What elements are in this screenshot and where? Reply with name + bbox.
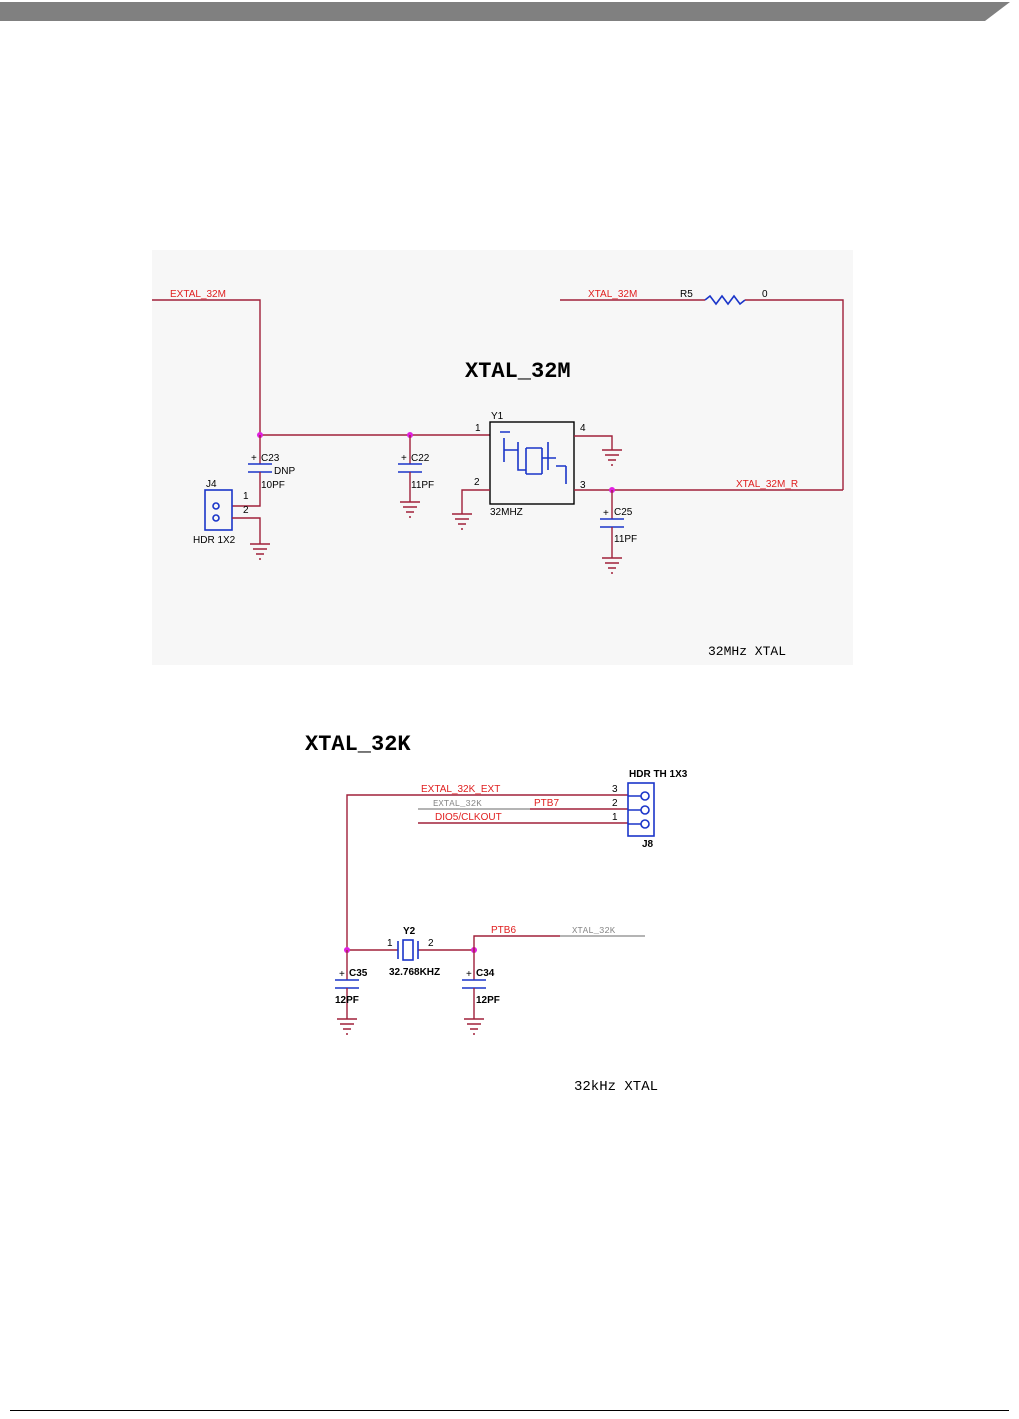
j8-ref: J8 — [642, 839, 654, 850]
svg-text:+: + — [466, 969, 472, 980]
j8-pin-1: 1 — [612, 812, 618, 823]
net-label-ptb7: PTB7 — [534, 798, 559, 809]
y2-ref: Y2 — [403, 926, 416, 937]
net-label-ptb6: PTB6 — [491, 925, 516, 936]
c34-value: 12PF — [476, 995, 500, 1006]
j8-pin-3: 3 — [612, 784, 618, 795]
capacitor-c34: + C34 12PF — [462, 950, 500, 1034]
c34-ref: C34 — [476, 968, 495, 979]
xtal-32k-caption: 32kHz XTAL — [574, 1079, 658, 1095]
y2-value: 32.768KHZ — [389, 967, 440, 978]
net-label-extal-32k-ext: EXTAL_32K_EXT — [421, 784, 500, 795]
y2-pin-2: 2 — [428, 938, 434, 949]
c35-value: 12PF — [335, 995, 359, 1006]
ground-symbol — [464, 1019, 484, 1034]
j8-pin-2: 2 — [612, 798, 618, 809]
svg-text:+: + — [339, 969, 345, 980]
j8-value: HDR TH 1X3 — [629, 769, 688, 780]
capacitor-c35: + C35 12PF — [335, 950, 368, 1034]
crystal-y2: Y2 32.768KHZ 1 2 — [387, 926, 440, 978]
net-label-extal-32k: EXTAL_32K — [433, 799, 482, 809]
y2-pin-1: 1 — [387, 938, 393, 949]
net-label-dio5-clkout: DIO5/CLKOUT — [435, 812, 502, 823]
ground-symbol — [337, 1019, 357, 1034]
xtal-32k-title: XTAL_32K — [305, 732, 411, 757]
c35-ref: C35 — [349, 968, 368, 979]
net-label-xtal-32k: XTAL_32K — [572, 926, 616, 936]
